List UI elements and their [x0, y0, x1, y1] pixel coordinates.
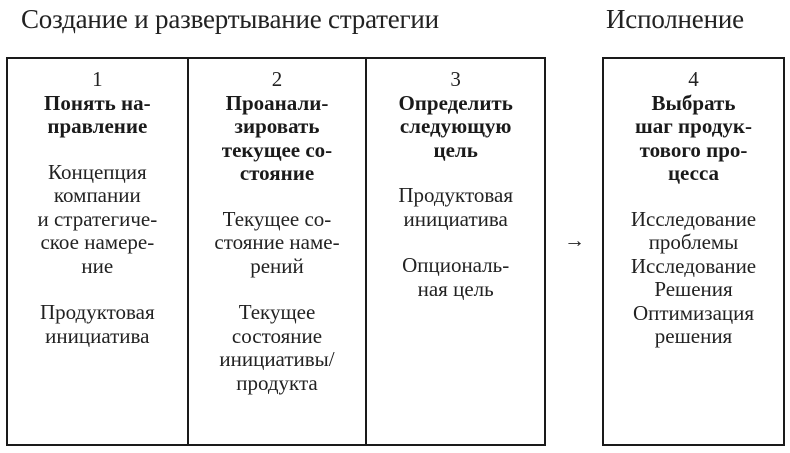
step-4-item: Оптимизация решения: [632, 300, 755, 348]
step-3-title: Определить следующую цель: [398, 90, 513, 162]
step-4-number: 4: [688, 67, 699, 91]
step-3-item: Продуктовая инициатива: [398, 183, 514, 231]
execution-phase-heading: Исполнение: [606, 4, 744, 34]
right-arrow-icon: →: [564, 228, 585, 252]
step-2-item: Текущее состояние инициативы/ продукта: [219, 300, 335, 395]
step-1-items: Концепция компании и стратегиче- ское на…: [8, 159, 187, 349]
execution-phase-box: 4 Выбрать шаг продук- тового про- цесса …: [602, 57, 785, 446]
step-2-column: 2 Проанали- зировать текущее со- стояние…: [186, 59, 366, 444]
step-1-column: 1 Понять на- правление Концепция компани…: [8, 59, 187, 444]
strategy-phase-heading: Создание и развертывание стратегии: [21, 4, 439, 34]
step-3-number: 3: [450, 67, 461, 91]
step-3-item: Опциональ- ная цель: [402, 253, 510, 301]
step-4-title: Выбрать шаг продук- тового про- цесса: [635, 90, 752, 185]
step-4-item: Исследование проблемы: [630, 206, 757, 254]
step-1-title: Понять на- правление: [44, 90, 151, 138]
step-1-item: Концепция компании и стратегиче- ское на…: [37, 159, 158, 278]
step-1-item: Продуктовая инициатива: [39, 300, 155, 348]
step-3-items: Продуктовая инициатива Опциональ- ная це…: [367, 183, 544, 301]
step-2-title: Проанали- зировать текущее со- стояние: [221, 90, 333, 185]
step-4-item: Исследование Решения: [630, 253, 757, 301]
step-2-number: 2: [271, 67, 283, 91]
step-1-number: 1: [92, 67, 103, 91]
step-4-items: Исследование проблемы Исследование Решен…: [604, 206, 783, 349]
strategy-phase-box: 1 Понять на- правление Концепция компани…: [6, 57, 546, 446]
step-2-items: Текущее со- стояние наме- рений Текущее …: [189, 206, 366, 396]
step-3-column: 3 Определить следующую цель Продуктовая …: [365, 59, 544, 444]
step-2-item: Текущее со- стояние наме- рений: [214, 206, 340, 278]
step-4-column: 4 Выбрать шаг продук- тового про- цесса …: [604, 59, 783, 444]
